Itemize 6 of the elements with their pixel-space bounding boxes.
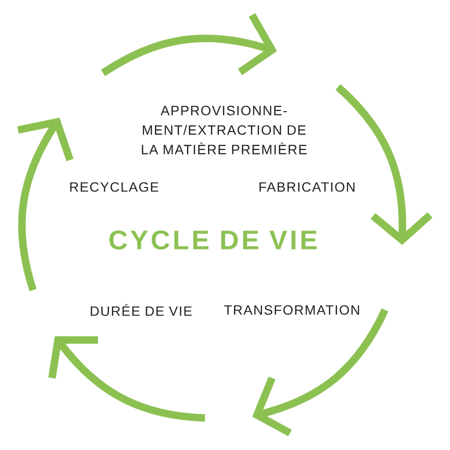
diagram-title: CYCLE DE VIE <box>109 230 317 250</box>
stage-label: FABRICATION <box>260 182 354 192</box>
stage-label: DURÉE DE VIE <box>90 304 192 316</box>
stage-label: APPROVISIONNE- MENT/EXTRACTION DE LA MATIÈRE PREMIÈRE <box>142 106 307 154</box>
stage-label: TRANSFORMATION <box>224 305 360 315</box>
stage-label: RECYCLAGE <box>70 182 158 192</box>
